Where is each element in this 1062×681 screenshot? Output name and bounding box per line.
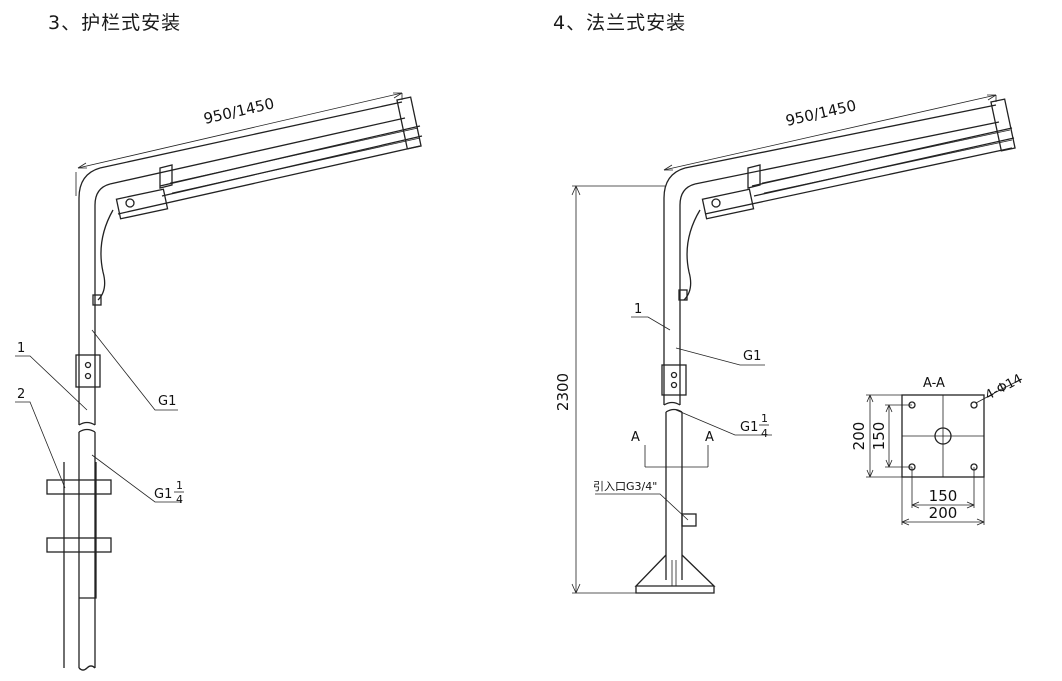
right-arm [684, 104, 1000, 185]
section-title: A-A [923, 376, 945, 391]
left-thread-lower: G1 [154, 487, 172, 502]
right-thread-lower-den: 4 [761, 427, 768, 440]
right-lamp-endcap [990, 98, 1016, 152]
section-hole-tr [970, 401, 978, 409]
right-height-dimension [572, 185, 665, 594]
left-cable [97, 209, 114, 301]
right-inlet-label: 引入口G3/4" [593, 479, 657, 493]
left-clamp-upper [46, 479, 112, 495]
left-lamp-endcap [396, 96, 422, 150]
right-section-line [644, 445, 709, 468]
left-elbow [78, 167, 111, 206]
guardrail-install-title: 3、护栏式安装 [48, 12, 182, 34]
left-mount-bracket [159, 164, 173, 189]
right-junction-box [661, 364, 687, 396]
right-inlet-port [681, 513, 697, 527]
left-pole [78, 198, 96, 668]
section-outer-height: 200 [850, 422, 868, 451]
right-flange-base [634, 554, 716, 594]
section-inner-width: 150 [929, 487, 958, 505]
right-section-mark-right: A [705, 430, 714, 445]
right-height-label: 2300 [554, 373, 572, 411]
right-driver-gland [711, 198, 721, 208]
right-mount-bracket [747, 164, 761, 189]
right-thread-lower-num: 1 [761, 412, 768, 425]
right-pole-break [663, 401, 683, 413]
left-arm-dimension [75, 92, 403, 196]
right-arm-length-label: 950/1450 [784, 96, 858, 130]
section-inner-height: 150 [870, 422, 888, 451]
section-pole-bore [934, 427, 952, 445]
left-thread-upper: G1 [158, 394, 176, 409]
left-cable-gland [92, 294, 102, 306]
right-elbow [663, 167, 696, 206]
left-pole-break [78, 421, 96, 433]
left-junction-box [75, 354, 101, 388]
right-cable-gland [678, 289, 688, 301]
section-outer-width: 200 [929, 504, 958, 522]
left-driver-gland [125, 198, 135, 208]
section-centerlines [902, 395, 984, 477]
right-thread-lower: G1 [740, 420, 758, 435]
right-pole [663, 198, 683, 580]
left-guardrail-post [63, 462, 97, 668]
left-lamp-body [117, 125, 423, 215]
right-section-mark-left: A [631, 430, 640, 445]
guardrail-drawing: 950/1450 1 2 G1 G1 1 4 [15, 92, 423, 671]
right-callout-1: 1 [634, 302, 642, 317]
right-driver-box [701, 188, 755, 220]
right-thread-upper: G1 [743, 349, 761, 364]
left-callout-1: 1 [17, 341, 25, 356]
left-arm [99, 101, 406, 185]
left-callout-2: 2 [17, 387, 25, 402]
left-driver-box [115, 188, 169, 220]
left-thread-lower-den: 4 [176, 493, 183, 506]
section-holes-label: 4-Φ14 [983, 372, 1025, 404]
left-thread-lower-num: 1 [176, 479, 183, 492]
right-cable [683, 209, 701, 301]
section-view: A-A 4-Φ14 200 150 150 200 [850, 372, 1025, 526]
left-arm-length-label: 950/1450 [202, 94, 276, 128]
flange-install-title: 4、法兰式安装 [553, 12, 687, 34]
left-clamp-lower [46, 537, 112, 553]
right-arm-dimension [663, 94, 997, 171]
